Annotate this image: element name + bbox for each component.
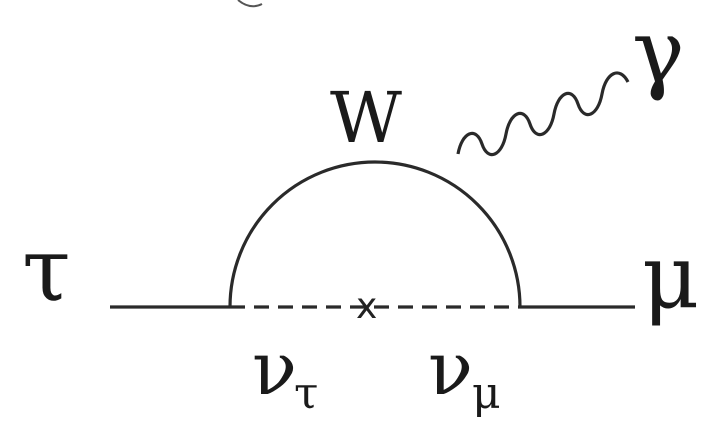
mu-label: μ: [642, 225, 699, 328]
w-boson-arc: [228, 160, 522, 308]
nu-tau-label: ν: [252, 326, 297, 412]
photon-line: [456, 71, 630, 157]
tau-label: τ: [22, 218, 71, 321]
mass-insertion-mark: x: [356, 286, 377, 327]
cropped-glyph-fragment: [237, 0, 263, 8]
photon-label: γ: [632, 0, 685, 103]
nu-mu-label: ν: [428, 326, 473, 412]
w-boson-label: W: [330, 77, 402, 159]
nu-tau-subscript: τ: [294, 368, 318, 419]
nu-mu-subscript: μ: [472, 368, 501, 419]
